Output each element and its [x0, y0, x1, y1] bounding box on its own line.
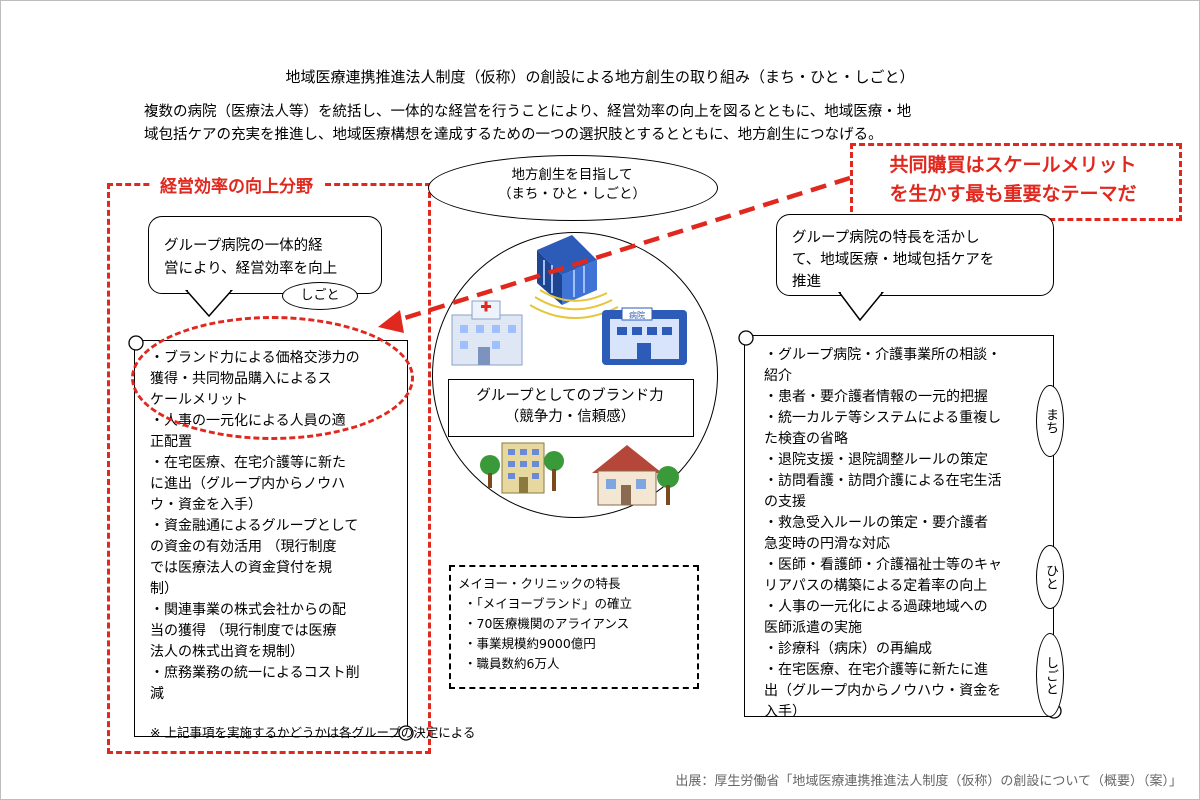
regional-revitalization-oval [428, 155, 718, 221]
right-item-list: ・グループ病院・介護事業所の相談・ 紹介 ・患者・要介護者情報の一元的把握 ・統… [764, 345, 1032, 723]
list-item: ・救急受入ルールの策定・要介護者 [764, 515, 988, 531]
list-item: の支援 [764, 494, 806, 510]
list-item: ・庶務業務の統一によるコスト削 [150, 665, 360, 681]
left-scroll-curls [128, 335, 414, 741]
shigoto-tag: しごと [282, 282, 358, 310]
hospital-sign: 病院 [629, 310, 645, 320]
callout-line: 共同購買はスケールメリット [889, 154, 1137, 176]
mayo-clinic-box [449, 565, 699, 689]
list-item: 出（グループ内からノウハウ・資金を [764, 683, 1002, 699]
machi-tag: まち [1036, 385, 1064, 457]
left-bubble-line: 営により、経営効率を向上 [164, 261, 338, 277]
mayo-clinic-text: メイヨー・クリニックの特長 ・「メイヨーブランド」の確立 ・70医療機関のアライ… [458, 574, 692, 674]
oval-line: （まち・ひと・しごと） [497, 186, 647, 202]
efficiency-zone-label: 経営効率の向上分野 [150, 172, 323, 197]
list-item: ・資金融通によるグループとして [150, 518, 359, 534]
left-bubble-tail [185, 290, 234, 318]
page-title: 地域医療連携推進法人制度（仮称）の創設による地方創生の取り組み（まち・ひと・しご… [285, 68, 915, 86]
callout-line: を生かす最も重要なテーマだ [889, 183, 1137, 205]
brand-power-text: グループとしてのブランド力 （競争力・信頼感） [448, 386, 692, 428]
list-item: ・関連事業の株式会社からの配 [150, 602, 346, 618]
hospital-right-icon: 病院 [602, 307, 687, 365]
regional-revitalization-text: 地方創生を目指して （まち・ひと・しごと） [428, 166, 716, 204]
list-item: ・在宅医療、在宅介護等に新た [150, 455, 346, 471]
list-item: では医療法人の資金貸付を規 [150, 560, 332, 576]
left-bubble-line: グループ病院の一体的経 [164, 238, 323, 254]
shigoto-right-tag: しごと [1036, 633, 1064, 717]
list-item: の資金の有効活用 （現行制度 [150, 539, 337, 555]
list-item: 入手） [764, 704, 806, 720]
list-item: ・診療科（病床）の再編成 [764, 641, 932, 657]
office-building-icon [537, 235, 597, 305]
list-item: 急変時の円滑な対応 [764, 536, 890, 552]
right-bubble-text: グループ病院の特長を活かし て、地域医療・地域包括ケアを 推進 [792, 227, 1042, 293]
list-item: ・訪問看護・訪問介護による在宅生活 [764, 473, 1002, 489]
list-item: 制） [150, 581, 178, 597]
list-item: ウ・資金を入手） [150, 497, 262, 513]
right-speech-bubble [776, 214, 1054, 296]
list-item: ・統一カルテ等システムによる重複し [764, 410, 1002, 426]
intro-line: 域包括ケアの充実を推進し、地域医療構想を達成するための一つの選択肢とするとともに… [144, 127, 883, 143]
list-item: に進出（グループ内からノウハ [150, 476, 346, 492]
list-item: ・グループ病院・介護事業所の相談・ [764, 347, 1002, 363]
brand-power-box [448, 379, 694, 437]
list-item: ・患者・要介護者情報の一元的把握 [764, 389, 988, 405]
list-item: 減 [150, 686, 164, 702]
list-item: ・医師・看護師・介護福祉士等のキャ [764, 557, 1002, 573]
house-icon [592, 445, 679, 506]
list-item: 紹介 [764, 368, 792, 384]
oval-line: 地方創生を目指して [511, 167, 633, 183]
list-item: ・在宅医療、在宅介護等に新たに進 [764, 662, 988, 678]
intro-line: 複数の病院（医療法人等）を統括し、一体的な経営を行うことにより、経営効率の向上を… [144, 104, 912, 120]
mayo-item: ・70医療機関のアライアンス [464, 616, 630, 631]
list-item: 法人の株式出資を規制） [150, 644, 304, 660]
list-item: ・人事の一元化による過疎地域への [764, 599, 988, 615]
mayo-item: ・「メイヨーブランド」の確立 [464, 596, 633, 611]
list-item: 医師派遣の実施 [764, 620, 862, 636]
callout-arrow [378, 175, 851, 333]
list-item: 当の獲得 （現行制度では医療 [150, 623, 337, 639]
hospital-left-icon [451, 300, 523, 366]
mayo-title: メイヨー・クリニックの特長 [458, 576, 621, 591]
footnote: ※ 上記事項を実施するかどうかは各グループの決定による [150, 725, 476, 740]
right-bubble-line: グループ病院の特長を活かし [792, 230, 980, 246]
right-bubble-tail [838, 292, 884, 322]
apartment-trees-icon [480, 442, 564, 494]
list-item: た検査の省略 [764, 431, 848, 447]
list-item: 正配置 [150, 434, 192, 450]
left-bubble-text: グループ病院の一体的経 営により、経営効率を向上 [164, 235, 374, 281]
hito-tag: ひと [1036, 545, 1064, 609]
left-speech-bubble [148, 216, 382, 294]
list-item: ・退院支援・退院調整ルールの策定 [764, 452, 988, 468]
mayo-item: ・職員数約6万人 [464, 656, 560, 671]
callout-text: 共同購買はスケールメリット を生かす最も重要なテーマだ [850, 151, 1176, 209]
right-scroll-panel [744, 335, 1054, 717]
mayo-item: ・事業規模約9000億円 [464, 636, 596, 651]
brand-line: （競争力・信頼感） [504, 409, 636, 425]
brand-line: グループとしてのブランド力 [476, 388, 664, 404]
illustrations: 病院 [451, 235, 687, 506]
right-bubble-line: 推進 [792, 274, 821, 290]
source-citation: 出展：厚生労働省「地域医療連携推進法人制度（仮称）の創設について（概要）（案）」 [675, 774, 1182, 789]
list-item: リアパスの構築による定着率の向上 [764, 578, 988, 594]
scale-merit-highlight-oval [131, 316, 414, 440]
intro-text: 複数の病院（医療法人等）を統括し、一体的な経営を行うことにより、経営効率の向上を… [144, 101, 1074, 147]
callout-box [850, 143, 1182, 221]
right-bubble-line: て、地域医療・地域包括ケアを [792, 252, 995, 268]
